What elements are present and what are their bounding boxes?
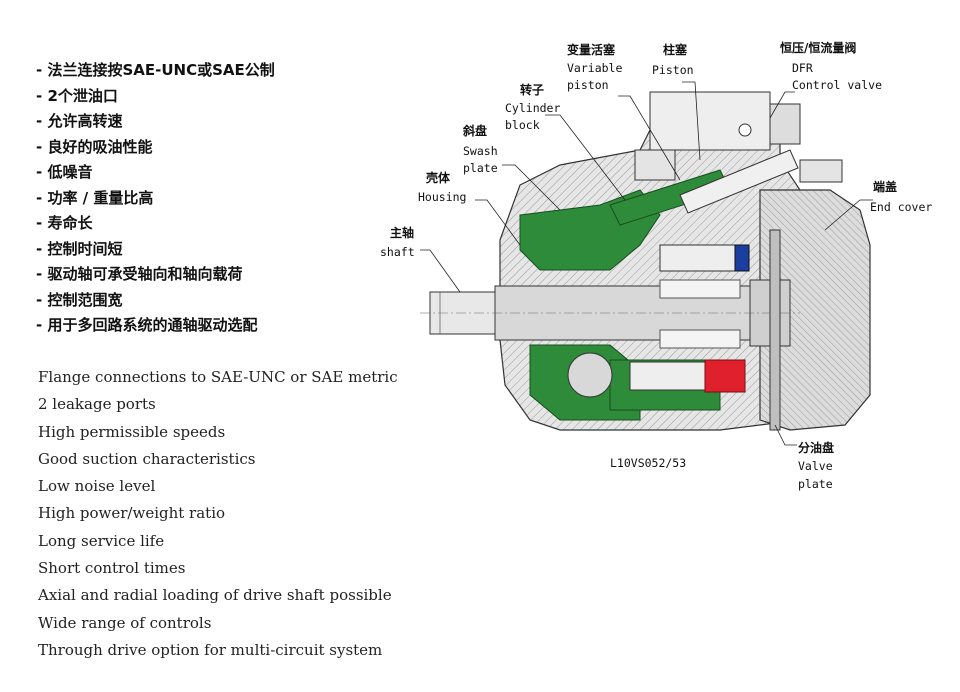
feature-en-item: High power/weight ratio (38, 504, 226, 523)
cylinder-block-en1: Cylinder (505, 101, 560, 115)
leader-lines (420, 81, 873, 446)
feature-zh-item: - 驱动轴可承受轴向和轴向载荷 (36, 265, 243, 283)
label-piston: 柱塞 Piston (652, 42, 694, 77)
valve-plate-en2: plate (798, 477, 833, 491)
model-code: L10VS052/53 (610, 456, 686, 470)
feature-zh-item: - 低噪音 (36, 163, 93, 181)
end-cover-zh: 端盖 (873, 179, 897, 194)
variable-piston (679, 149, 799, 214)
label-end-cover: 端盖 End cover (870, 179, 932, 214)
shaft-zh: 主轴 (390, 225, 414, 240)
feature-zh-item: - 法兰连接按SAE-UNC或SAE公制 (36, 61, 275, 79)
swash-plate-assembly (519, 169, 731, 421)
feature-zh-item: - 允许高转速 (36, 112, 123, 130)
label-control-valve: 恒压/恒流量阀 DFR Control valve (780, 40, 882, 92)
feature-en-item: Short control times (38, 559, 186, 578)
piston-en1: Piston (652, 63, 694, 77)
control-valve-en1: DFR (792, 61, 813, 75)
label-cylinder-block: 转子 Cylinder block (505, 82, 560, 132)
feature-zh-item: - 2个泄油口 (36, 86, 118, 105)
feature-zh-item: - 用于多回路系统的通轴驱动选配 (36, 316, 258, 334)
valve-plate-zh: 分油盘 (798, 440, 834, 455)
housing-en1: Housing (418, 190, 466, 204)
control-valve-en2: Control valve (792, 78, 882, 92)
variable-piston-zh: 变量活塞 (567, 42, 616, 57)
feature-en-item: Flange connections to SAE-UNC or SAE met… (38, 368, 398, 386)
shaft-en1: shaft (380, 245, 415, 259)
variable-piston-en1: Variable (567, 61, 622, 75)
label-swash-plate: 斜盘 Swash plate (462, 123, 498, 175)
feature-en-item: Long service life (38, 531, 165, 550)
feature-en-item: 2 leakage ports (38, 395, 156, 414)
label-shaft: 主轴 shaft (380, 225, 415, 259)
cylinder-block-zh: 转子 (520, 82, 544, 97)
feature-zh-item: - 控制时间短 (36, 239, 123, 258)
feature-en-item: Low noise level (38, 477, 156, 496)
pump-cross-section-diagram: 变量活塞 Variable piston 柱塞 Piston 恒压/恒流量阀 D… (380, 40, 932, 491)
feature-en-item: High permissible speeds (38, 422, 226, 441)
drive-shaft (420, 279, 800, 347)
feature-zh-item: - 寿命长 (36, 214, 93, 232)
swash-plate-en1: Swash (463, 144, 498, 158)
swash-plate-en2: plate (463, 161, 498, 175)
cylinder-block-en2: block (505, 118, 540, 132)
chinese-feature-list: - 法兰连接按SAE-UNC或SAE公制 - 2个泄油口 - 允许高转速 - 良… (36, 58, 275, 339)
feature-en-item: Axial and radial loading of drive shaft … (38, 586, 392, 605)
swash-plate-zh: 斜盘 (462, 123, 487, 138)
end-cover-en1: End cover (870, 200, 932, 214)
feature-zh-item: - 良好的吸油性能 (36, 137, 153, 156)
english-feature-list: Flange connections to SAE-UNC or SAE met… (38, 364, 398, 664)
feature-en-item: Through drive option for multi-circuit s… (38, 640, 383, 659)
pistons (629, 244, 750, 393)
feature-en-item: Good suction characteristics (38, 449, 256, 468)
label-valve-plate: 分油盘 Valve plate (798, 440, 834, 491)
feature-en-item: Wide range of controls (38, 613, 212, 632)
control-valve-zh: 恒压/恒流量阀 (780, 40, 856, 55)
housing-zh: 壳体 (425, 170, 451, 185)
feature-zh-item: - 功率 / 重量比高 (36, 188, 154, 207)
piston-zh: 柱塞 (663, 42, 688, 57)
variable-piston-en2: piston (567, 78, 609, 92)
label-housing: 壳体 Housing (418, 170, 466, 204)
valve-plate-en1: Valve (798, 459, 833, 473)
label-variable-piston: 变量活塞 Variable piston (567, 42, 622, 92)
feature-zh-item: - 控制范围宽 (36, 290, 123, 309)
valve-plate (769, 229, 781, 431)
